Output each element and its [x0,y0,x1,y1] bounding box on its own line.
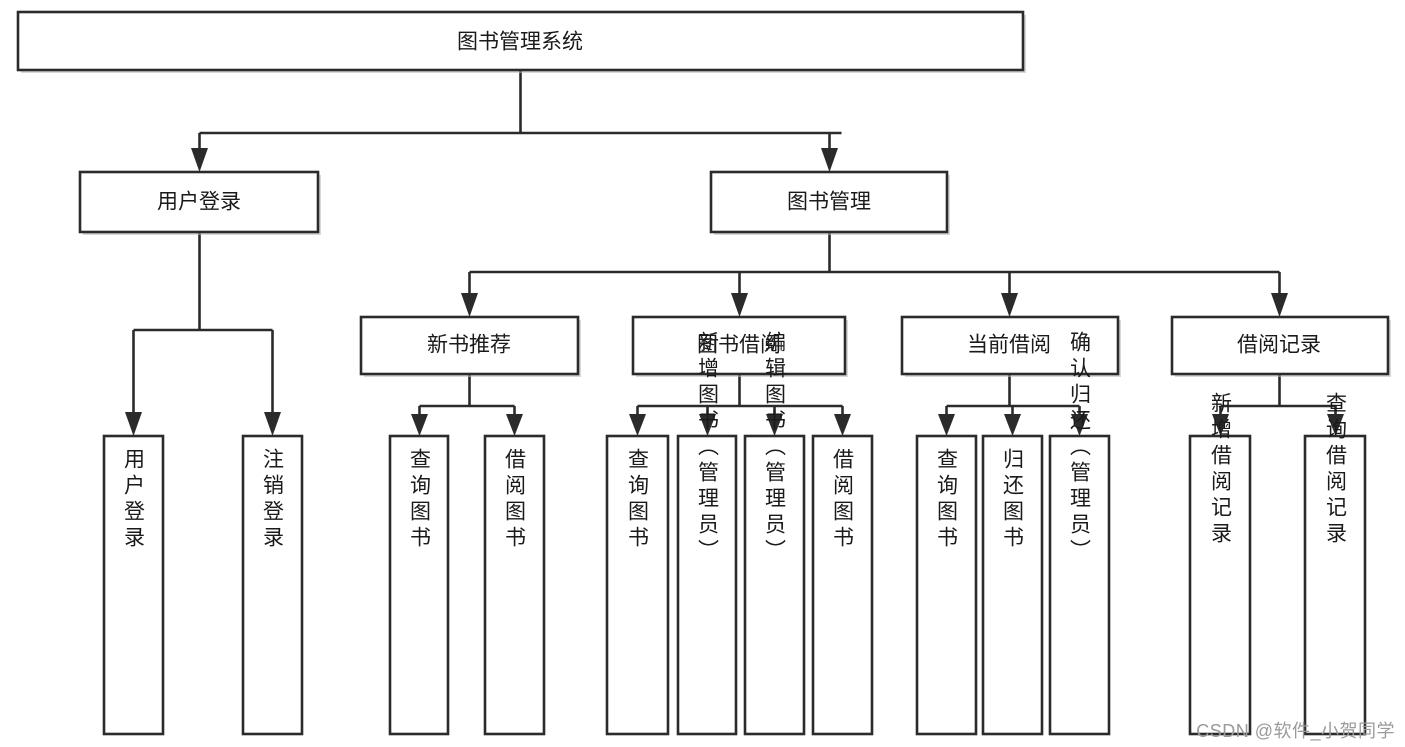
leaf-box[interactable] [483,434,546,736]
leaf-node[interactable]: 编辑图书（管理员） [743,331,806,736]
leaf-box[interactable] [1303,434,1367,736]
leaf-label: 借阅图书 [831,448,855,552]
node-root-label: 图书管理系统 [457,31,583,54]
node-current-borrow-box[interactable] [900,315,1120,376]
node-borrow-record-label: 借阅记录 [1237,334,1321,357]
arrowhead-leaf-borrow-book [834,414,851,436]
leaf-node[interactable]: 新增借阅记录 [1188,392,1252,736]
node-book-borrow-box[interactable] [631,315,847,376]
node-user-login-label: 用户登录 [157,191,241,214]
leaf-label: 注销登录 [261,448,285,552]
connector-layer [125,70,1344,436]
leaf-node[interactable]: 归还图书 [981,434,1044,736]
node-book-manage[interactable]: 图书管理 [709,170,950,235]
arrowhead-leaf-user-login [125,412,142,436]
arrowhead-leaf-logout [264,412,281,436]
node-root[interactable]: 图书管理系统 [16,10,1026,73]
leaf-label: 查询图书 [935,448,959,552]
leaf-label: 编辑图书（管理员） [763,331,787,565]
arrowhead-book-manage [821,148,838,172]
leaf-node[interactable]: 借阅图书 [483,434,546,736]
arrowhead-borrow-record [1271,293,1288,317]
leaf-label: 确认归还（管理员） [1068,331,1092,565]
leaf-label: 用户登录 [122,448,146,552]
node-new-book-rec[interactable]: 新书推荐 [359,315,581,377]
node-book-manage-label: 图书管理 [787,191,871,214]
leaf-box[interactable] [1048,434,1111,736]
arrowhead-leaf-confirm-return-admin [1071,414,1088,436]
leaf-box[interactable] [743,434,806,736]
leaf-box[interactable] [388,434,450,736]
arrowhead-book-borrow [731,293,748,317]
leaf-box[interactable] [981,434,1044,736]
leaf-label: 归还图书 [1001,448,1025,552]
leaf-box[interactable] [241,434,304,736]
leaf-label: 查询图书 [626,448,650,552]
arrowhead-user-login [191,148,208,172]
leaf-node[interactable]: 查询借阅记录 [1303,392,1367,736]
node-current-borrow-label: 当前借阅 [967,334,1051,357]
arrowhead-leaf-edit-book-admin [766,414,783,436]
node-borrow-record[interactable]: 借阅记录 [1170,315,1391,377]
arrowhead-leaf-borrow-book-rec [506,414,523,436]
leaf-box[interactable] [605,434,670,736]
leaf-label: 新增借阅记录 [1209,392,1233,548]
leaf-node[interactable]: 查询图书 [388,434,450,736]
arrowhead-leaf-query-borrow-record [1327,414,1344,436]
node-borrow-record-box[interactable] [1170,315,1390,376]
node-book-borrow-label: 图书借阅 [697,334,781,357]
node-new-book-rec-box[interactable] [359,315,580,376]
leaf-box[interactable] [915,434,978,736]
leaf-node[interactable]: 借阅图书 [811,434,874,736]
leaf-node[interactable]: 新增图书（管理员） [676,331,738,736]
leaf-node[interactable]: 用户登录 [102,434,165,736]
leaf-label: 查询借阅记录 [1324,392,1348,548]
arrowhead-leaf-query-book-current [938,414,955,436]
leaf-label: 借阅图书 [503,448,527,552]
leaf-node[interactable]: 确认归还（管理员） [1048,331,1111,736]
leaf-node[interactable]: 查询图书 [915,434,978,736]
leaf-box[interactable] [102,434,165,736]
leaf-node[interactable]: 查询图书 [605,434,670,736]
node-user-login[interactable]: 用户登录 [78,170,321,235]
node-new-book-rec-label: 新书推荐 [427,334,511,357]
leaf-node[interactable]: 注销登录 [241,434,304,736]
arrowhead-current-borrow [1001,293,1018,317]
leaf-box[interactable] [676,434,738,736]
leaf-box[interactable] [1188,434,1252,736]
leaf-label: 查询图书 [408,448,432,552]
arrowhead-leaf-query-book-borrow [629,414,646,436]
arrowhead-leaf-add-borrow-record [1212,414,1229,436]
arrowhead-new-book-rec [461,293,478,317]
arrowhead-leaf-query-book-rec [411,414,428,436]
leaf-label: 新增图书（管理员） [696,331,720,565]
node-user-login-box[interactable] [78,170,320,234]
node-current-borrow[interactable]: 当前借阅 [900,315,1121,377]
leaf-box[interactable] [811,434,874,736]
node-root-box[interactable] [16,10,1025,72]
node-book-borrow[interactable]: 图书借阅 [631,315,848,377]
arrowhead-leaf-return-book [1004,414,1021,436]
arrowhead-leaf-add-book-admin [699,414,716,436]
node-book-manage-box[interactable] [709,170,949,234]
